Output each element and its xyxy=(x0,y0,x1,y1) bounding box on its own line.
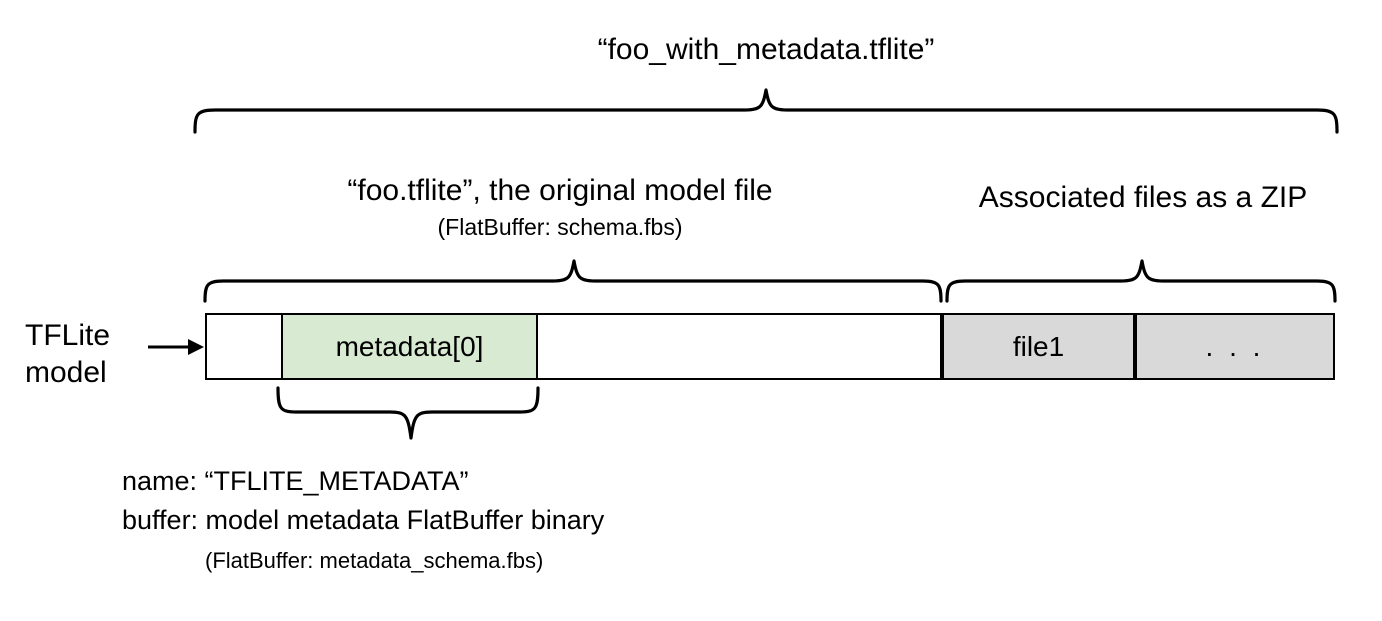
metadata-note-line2: buffer: model metadata FlatBuffer binary xyxy=(122,505,605,535)
metadata-note-line3: (FlatBuffer: metadata_schema.fbs) xyxy=(205,548,544,573)
model-file-label: “foo.tflite”, the original model file xyxy=(347,174,773,207)
bar-cell-metadata: metadata[0] xyxy=(281,313,538,380)
side-label-line2: model xyxy=(25,356,107,389)
curly-brace-down-icon xyxy=(276,386,540,440)
bar-cell-file1-label: file1 xyxy=(1012,330,1065,362)
curly-brace-icon xyxy=(945,259,1337,303)
curly-brace-icon xyxy=(203,259,943,303)
associated-files-brace xyxy=(945,259,1339,303)
diagram-title: “foo_with_metadata.tflite” xyxy=(597,33,935,66)
bar-cell-leading-empty xyxy=(205,313,281,380)
model-file-sublabel: (FlatBuffer: schema.fbs) xyxy=(437,214,683,240)
bar-cell-more-files: . . . xyxy=(1135,313,1335,380)
bar-cell-metadata-label: metadata[0] xyxy=(335,330,484,362)
metadata-note-line1: name: “TFLITE_METADATA” xyxy=(122,466,469,496)
right-arrow-icon xyxy=(148,334,206,365)
associated-files-label: Associated files as a ZIP xyxy=(978,181,1308,214)
metadata-brace xyxy=(276,386,542,442)
bar-cell-more-files-label: . . . xyxy=(1205,330,1265,362)
model-file-brace xyxy=(203,259,945,303)
top-level-brace xyxy=(193,88,1339,134)
curly-brace-icon xyxy=(193,88,1339,134)
bar-cell-model-body xyxy=(538,313,942,380)
bar-cell-file1: file1 xyxy=(942,313,1135,380)
side-label-line1: TFLite xyxy=(25,319,111,352)
